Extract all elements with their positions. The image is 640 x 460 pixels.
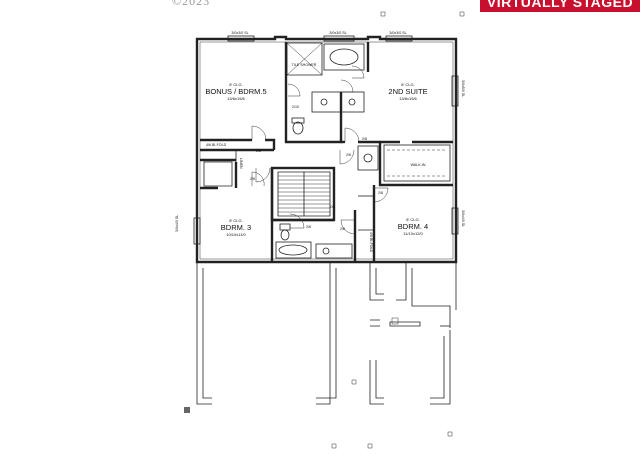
window-note-left: 3/0x4/0 SL <box>175 215 179 232</box>
door-note-2: 2/8 <box>362 137 367 141</box>
bdrm3-label: BDRM. 3 <box>221 223 251 232</box>
door-note-7: 2/6 <box>306 225 311 229</box>
copyright-text: ©2023 <box>172 0 211 8</box>
plan-markers <box>184 11 465 449</box>
door-note-1: 2/8 <box>256 149 261 153</box>
bdrm4-label: BDRM. 4 <box>398 222 428 231</box>
door-note-3: 2/6 <box>346 153 351 157</box>
stairs <box>270 166 336 222</box>
interior-walls <box>200 42 453 262</box>
window-note-right-low: 3/0x4/0 SL <box>461 210 465 227</box>
window-note-right: 3/0x5/0 SL <box>461 80 465 97</box>
door-swings <box>251 65 389 235</box>
suite-size: 13/6x15/6 <box>399 96 417 101</box>
closet-note-46: 4/6 BI-FOLD <box>206 143 227 147</box>
door-note-5: 2/8 <box>378 191 383 195</box>
bdrm4-ceiling: 8' CLG. <box>406 217 419 222</box>
walkin-label: WALK-IN <box>411 163 426 167</box>
virtually-staged-badge: VIRTUALLY STAGED <box>480 0 640 12</box>
door-note-8: 2/10 <box>292 105 299 109</box>
windows <box>193 35 459 245</box>
suite-room-label: 2ND SUITE <box>388 87 427 96</box>
window-note-top-mid: 3/0x3/0 SL <box>329 31 346 35</box>
bdrm3-size: 10/10x11/0 <box>226 232 246 237</box>
closet-note-40: 4/0 BI-FOLD <box>369 232 373 253</box>
bdrm3-ceiling: 8' CLG. <box>229 218 242 223</box>
window-note-top-right: 3/0x3/0 SL <box>389 31 406 35</box>
window-note-top-left: 3/0x3/0 SL <box>231 31 248 35</box>
room-labels: 8' CLG. BONUS / BDRM.5 13/6x15/6 8' CLG.… <box>205 63 428 237</box>
linen-label: LINEN <box>239 158 243 169</box>
door-note-6: 2/8 <box>340 227 345 231</box>
lower-floor-lines <box>196 262 457 405</box>
suite-ceiling: 8' CLG. <box>401 82 414 87</box>
bonus-size: 13/6x15/6 <box>227 96 245 101</box>
door-note-4: 2/6 <box>250 177 255 181</box>
stair-dn-label: DN <box>330 205 336 209</box>
dimension-notes: 3/0x3/0 SL 3/0x3/0 SL 3/0x3/0 SL 3/0x5/0… <box>175 31 465 253</box>
bdrm4-size: 11/10x12/0 <box>403 231 423 236</box>
shower-label: TILE SHOWER <box>292 63 317 67</box>
bonus-ceiling: 8' CLG. <box>229 82 242 87</box>
bonus-room-label: BONUS / BDRM.5 <box>205 87 266 96</box>
